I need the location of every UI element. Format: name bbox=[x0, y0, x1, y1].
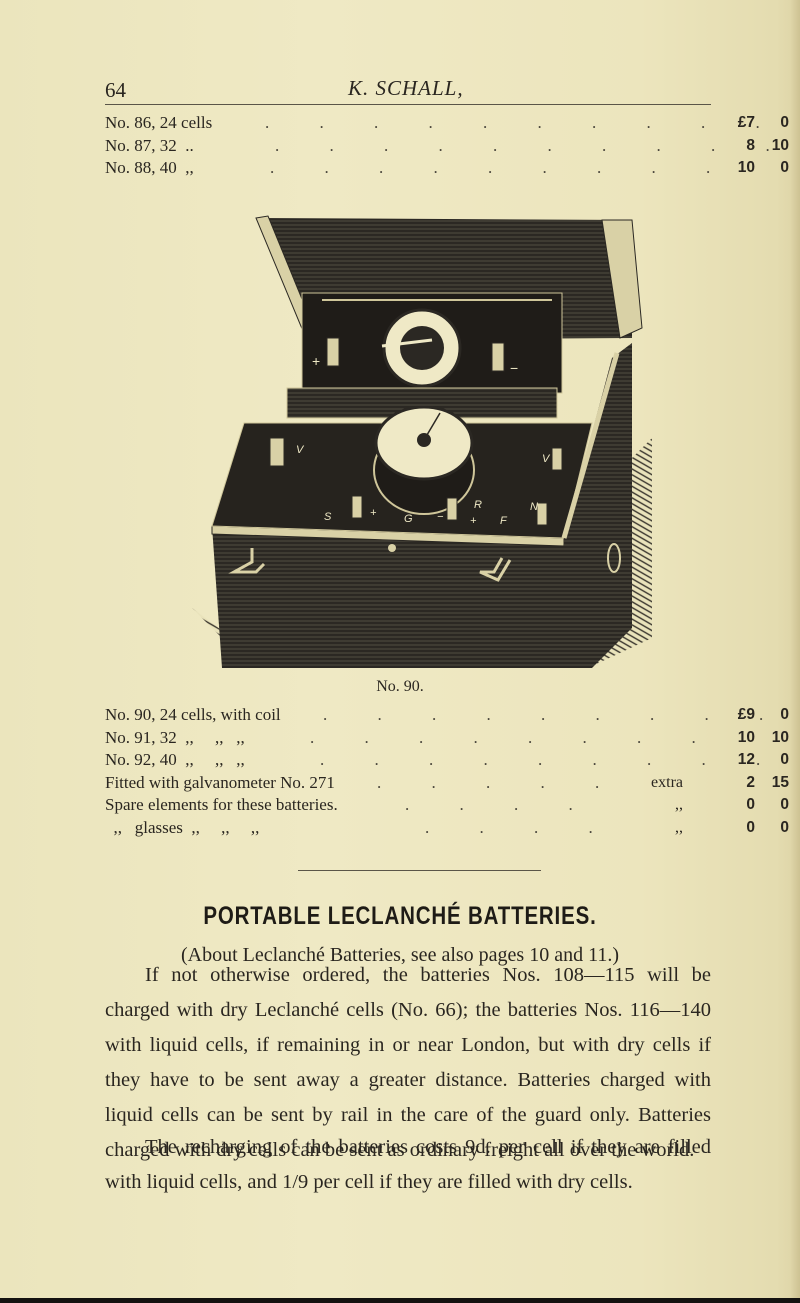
price-shillings: 15 bbox=[771, 773, 789, 791]
page-header: 64 K. SCHALL, bbox=[105, 70, 711, 105]
svg-text:+: + bbox=[370, 507, 377, 519]
item-description: ,, glasses ,, ,, ,, bbox=[105, 817, 260, 837]
dot-leader: . . . . . . . . . bbox=[323, 705, 787, 724]
price-pence: 9 bbox=[793, 794, 800, 816]
dot-leader: . . . . bbox=[425, 817, 616, 837]
svg-text:F: F bbox=[500, 515, 508, 527]
svg-text:−: − bbox=[510, 360, 518, 376]
page-edge-shadow bbox=[790, 0, 800, 1298]
price-shillings: 10 bbox=[771, 136, 789, 154]
svg-text:V: V bbox=[296, 444, 305, 456]
price-row: ,, glasses ,, ,, ,, . . . . ,, 0 0 3 bbox=[105, 817, 790, 840]
price-pence: 0 bbox=[793, 112, 800, 134]
running-title: K. SCHALL, bbox=[348, 76, 464, 100]
price-list-2: No. 90, 24 cells, with coil . . . . . . … bbox=[105, 704, 790, 840]
dot-leader: . . . . . . . . . bbox=[270, 158, 734, 177]
svg-text:N: N bbox=[530, 501, 538, 513]
price-pence: 0 bbox=[793, 749, 800, 771]
item-description: No. 88, 40 ,, bbox=[105, 158, 194, 177]
extra-label: extra bbox=[651, 773, 683, 791]
price-pence: 0 bbox=[793, 157, 800, 179]
dot-leader: . . . . bbox=[405, 795, 596, 814]
paragraph-text: The recharging of the batteries costs 9d… bbox=[105, 1136, 711, 1193]
dot-leader: . . . . . . . . bbox=[310, 727, 719, 747]
price-shillings: 0 bbox=[780, 751, 789, 768]
item-description: No. 90, 24 cells, with coil bbox=[105, 705, 281, 724]
scan-bottom-edge bbox=[0, 1298, 800, 1303]
svg-text:S: S bbox=[324, 511, 332, 523]
price-pounds: 2 bbox=[746, 773, 755, 791]
price-row: No. 91, 32 ,, ,, ,, . . . . . . . . 10 1… bbox=[105, 727, 789, 750]
price-pounds: 0 bbox=[746, 796, 755, 813]
svg-text:−: − bbox=[437, 511, 444, 523]
body-paragraph-2: The recharging of the batteries costs 9d… bbox=[105, 1130, 711, 1200]
price-shillings: 0 bbox=[780, 818, 789, 836]
price-list-1: No. 86, 24 cells . . . . . . . . . . . £… bbox=[105, 112, 800, 180]
svg-text:G: G bbox=[404, 513, 413, 525]
battery-engraving: + − V V S G R F N + − + bbox=[192, 208, 654, 678]
dot-leader: . . . . . . . . . . bbox=[275, 135, 793, 155]
section-divider bbox=[298, 870, 541, 871]
price-pounds: 10 bbox=[737, 728, 755, 746]
price-row: No. 92, 40 ,, ,, ,, . . . . . . . . . 12… bbox=[105, 749, 789, 772]
price-pence: 0 bbox=[793, 704, 800, 726]
price-pence: 0 bbox=[793, 772, 800, 794]
dot-leader: . . . . . bbox=[377, 772, 623, 792]
price-shillings: 0 bbox=[780, 114, 789, 131]
price-shillings: 10 bbox=[771, 728, 789, 746]
dot-leader: . . . . . . . . . bbox=[320, 750, 784, 769]
price-pence: 3 bbox=[793, 817, 800, 839]
item-description: Spare elements for these batteries. bbox=[105, 795, 338, 814]
item-description: No. 86, 24 cells bbox=[105, 113, 213, 132]
item-description: No. 92, 40 ,, ,, ,, bbox=[105, 750, 245, 769]
ditto-mark: ,, bbox=[675, 796, 683, 813]
paragraph-text: If not otherwise ordered, the batteries … bbox=[105, 964, 711, 1161]
price-row: Fitted with galvanometer No. 271 . . . .… bbox=[105, 772, 789, 795]
price-pounds: £7 bbox=[737, 114, 755, 131]
price-shillings: 0 bbox=[780, 159, 789, 176]
price-pence: 0 bbox=[793, 727, 800, 749]
svg-text:+: + bbox=[312, 353, 320, 369]
section-heading: PORTABLE LECLANCHÉ BATTERIES. bbox=[203, 902, 597, 930]
price-pounds: 12 bbox=[737, 751, 755, 768]
price-row: No. 90, 24 cells, with coil . . . . . . … bbox=[105, 704, 789, 727]
svg-text:R: R bbox=[474, 499, 482, 511]
section-subheading: (About Leclanché Batteries, see also pag… bbox=[181, 944, 619, 966]
price-shillings: 0 bbox=[780, 706, 789, 723]
price-row: No. 88, 40 ,, . . . . . . . . . 10 0 0 bbox=[105, 157, 789, 180]
item-description: Fitted with galvanometer No. 271 bbox=[105, 772, 335, 792]
page-number: 64 bbox=[105, 78, 126, 102]
figure-caption: No. 90. bbox=[376, 678, 424, 695]
price-pounds: 0 bbox=[746, 818, 755, 836]
price-row: Spare elements for these batteries. . . … bbox=[105, 794, 789, 817]
item-description: No. 87, 32 .. bbox=[105, 135, 194, 155]
portable-battery-illustration: + − V V S G R F N + − + bbox=[192, 215, 652, 678]
svg-text:+: + bbox=[470, 515, 477, 527]
price-shillings: 0 bbox=[780, 796, 789, 813]
body-paragraph-1: If not otherwise ordered, the batteries … bbox=[105, 958, 711, 1168]
header-rule bbox=[105, 104, 711, 105]
item-description: No. 91, 32 ,, ,, ,, bbox=[105, 727, 245, 747]
price-row: No. 87, 32 .. . . . . . . . . . . 8 10 0 bbox=[105, 135, 789, 158]
price-pounds: 10 bbox=[737, 159, 755, 176]
price-pence: 0 bbox=[793, 135, 800, 157]
ditto-mark: ,, bbox=[675, 818, 683, 836]
price-pounds: 8 bbox=[746, 136, 755, 154]
price-pounds: £9 bbox=[737, 706, 755, 723]
price-row: No. 86, 24 cells . . . . . . . . . . . £… bbox=[105, 112, 800, 135]
dot-leader: . . . . . . . . . . . bbox=[265, 113, 800, 132]
svg-text:V: V bbox=[542, 453, 551, 465]
